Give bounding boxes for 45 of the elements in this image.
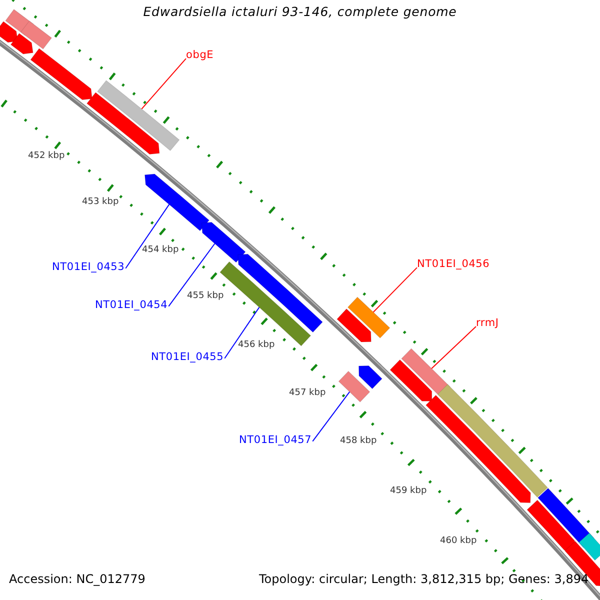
gene-label: NT01EI_0456 bbox=[417, 259, 490, 271]
gene-feature bbox=[144, 174, 210, 232]
footer-text: Accession: NC_012779 bbox=[9, 573, 146, 586]
scale-label: 457 kbp bbox=[289, 389, 326, 399]
leader-line bbox=[141, 58, 186, 110]
leader-line bbox=[431, 326, 476, 369]
gene-label: NT01EI_0454 bbox=[95, 300, 168, 312]
gene-bar bbox=[578, 532, 600, 560]
leader-line bbox=[372, 267, 418, 313]
gene-bar bbox=[97, 80, 180, 151]
gene-feature bbox=[238, 254, 323, 332]
gene-bar bbox=[348, 296, 390, 338]
scale-label: 455 kbp bbox=[187, 292, 224, 302]
gene-bar bbox=[437, 384, 548, 498]
gene-label: NT01EI_0457 bbox=[239, 435, 312, 447]
gene-bar bbox=[338, 370, 370, 402]
scale-label: 460 kbp bbox=[440, 537, 477, 547]
gene-label: NT01EI_0455 bbox=[151, 352, 224, 364]
scale-label: 456 kbp bbox=[238, 341, 275, 351]
gene-feature bbox=[10, 33, 34, 54]
gene-bar bbox=[401, 348, 450, 398]
gene-feature bbox=[0, 21, 18, 43]
scale-label: 453 kbp bbox=[82, 198, 119, 208]
gene-label: obgE bbox=[186, 50, 214, 62]
leader-line bbox=[224, 306, 260, 359]
gene-bar bbox=[20, 20, 52, 50]
gene-feature bbox=[526, 500, 575, 551]
gene-feature bbox=[336, 308, 372, 342]
gene-feature bbox=[30, 48, 92, 100]
gene-label: NT01EI_0453 bbox=[52, 262, 125, 274]
gene-feature bbox=[201, 222, 246, 263]
gene-feature bbox=[390, 360, 432, 402]
gene-label: rrmJ bbox=[476, 318, 499, 330]
scale-label: 452 kbp bbox=[28, 152, 65, 162]
footer-text: Topology: circular; Length: 3,812,315 bp; Genes: 3,894 bbox=[259, 573, 589, 586]
scale-label: 458 kbp bbox=[340, 437, 377, 447]
gene-feature bbox=[426, 394, 531, 504]
leader-line bbox=[312, 391, 350, 442]
scale-label: 454 kbp bbox=[142, 246, 179, 256]
leader-line bbox=[125, 204, 170, 269]
title: Edwardsiella ictaluri 93-146, complete genome bbox=[142, 5, 458, 19]
scale-label: 459 kbp bbox=[390, 487, 427, 497]
leader-line bbox=[168, 243, 216, 307]
gene-feature bbox=[358, 366, 382, 389]
gene-feature bbox=[86, 92, 160, 154]
